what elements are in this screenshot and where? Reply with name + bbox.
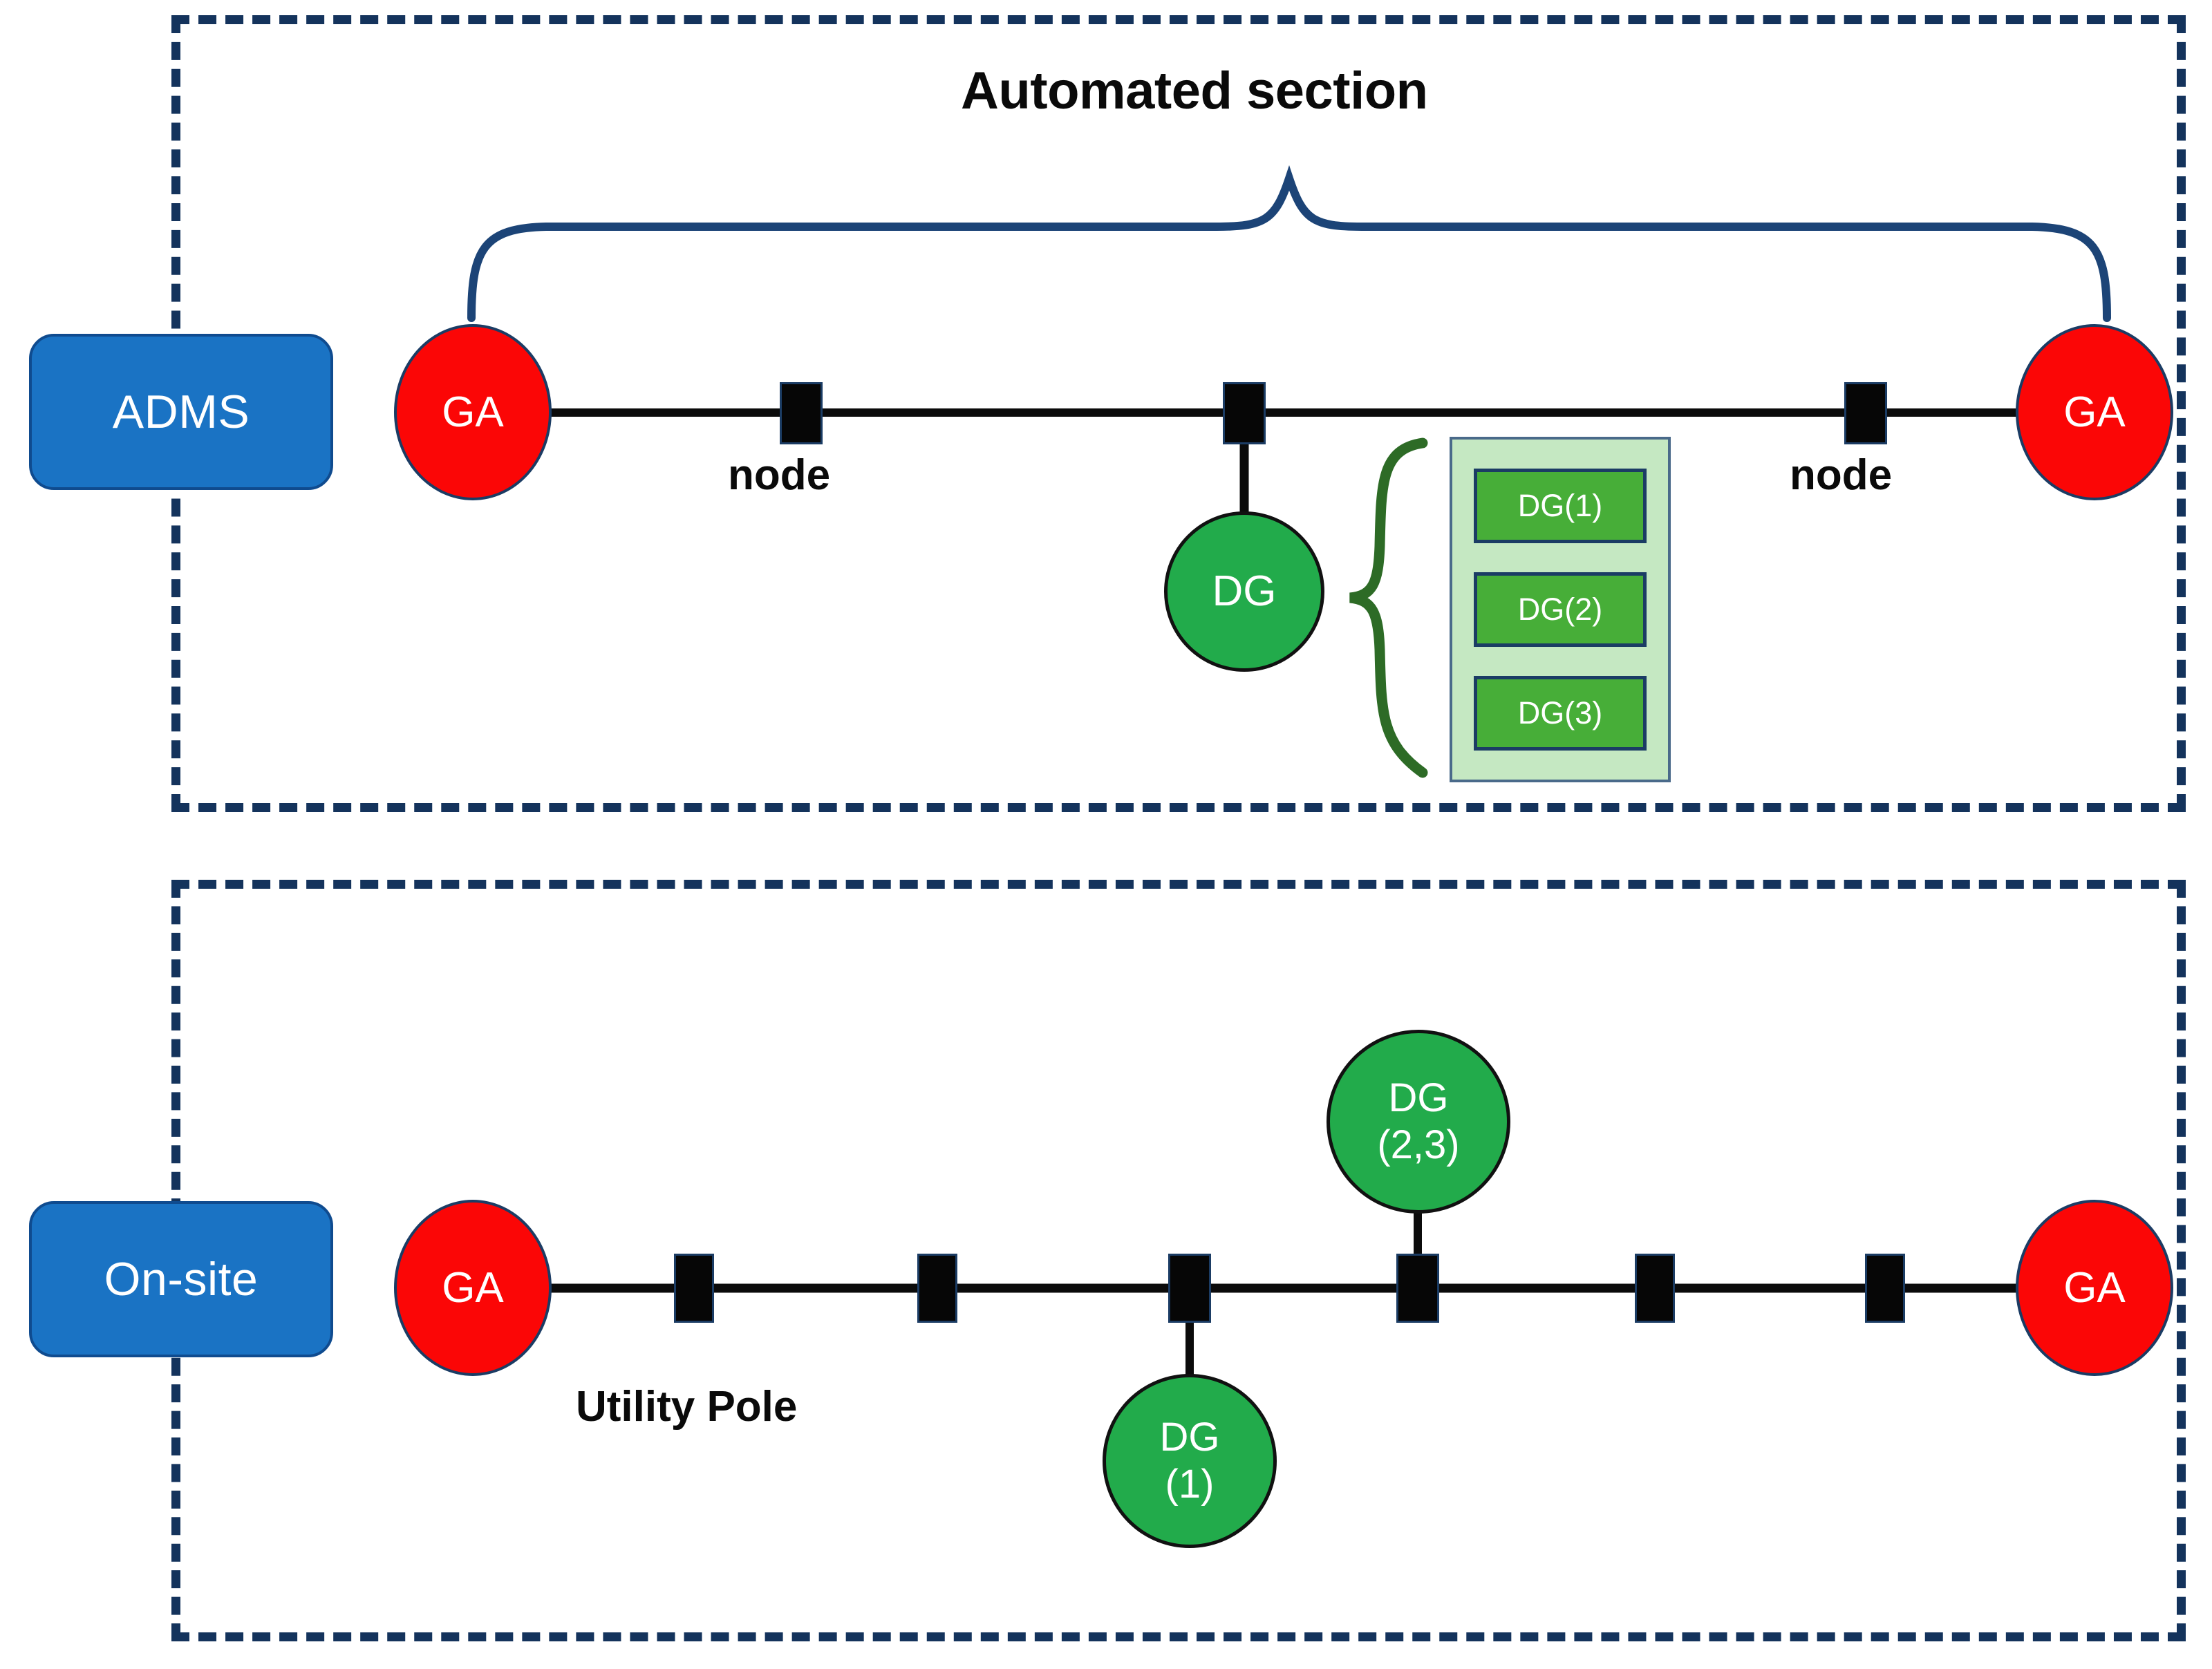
role-box-adms-label: ADMS bbox=[112, 386, 250, 438]
onsite-section-frame bbox=[171, 880, 2186, 1641]
node-square[interactable] bbox=[780, 382, 823, 444]
dg-rack-item-label: DG(3) bbox=[1517, 695, 1603, 730]
ga-node-automated-left-label: GA bbox=[442, 388, 504, 436]
dg-node-onsite-upper[interactable]: DG (2,3) bbox=[1327, 1030, 1510, 1214]
dg-node-onsite-lower-label-line1: DG bbox=[1159, 1414, 1220, 1460]
role-box-onsite-label: On-site bbox=[104, 1253, 259, 1305]
ga-node-automated-left[interactable]: GA bbox=[394, 324, 552, 500]
dg-rack-brace bbox=[1349, 437, 1428, 778]
dg-node-onsite-lower-label-line2: (1) bbox=[1165, 1462, 1215, 1507]
ga-node-onsite-left-label: GA bbox=[442, 1264, 504, 1312]
ga-node-onsite-right-label: GA bbox=[2063, 1264, 2126, 1312]
utility-pole[interactable] bbox=[1865, 1254, 1905, 1323]
dg-node-onsite-upper-label-line1: DG bbox=[1388, 1075, 1449, 1120]
automated-section-brace bbox=[467, 165, 2111, 322]
dg-rack-container: DG(1) DG(2) DG(3) bbox=[1450, 437, 1671, 782]
ga-node-automated-right[interactable]: GA bbox=[2016, 324, 2173, 500]
node-square[interactable] bbox=[1223, 382, 1266, 444]
dg-rack-item[interactable]: DG(2) bbox=[1474, 572, 1647, 647]
node-label-left: node bbox=[728, 451, 831, 499]
ga-node-onsite-right[interactable]: GA bbox=[2016, 1200, 2173, 1376]
node-label-right: node bbox=[1790, 451, 1893, 499]
dg-node-onsite-upper-label-line2: (2,3) bbox=[1377, 1122, 1460, 1167]
utility-pole[interactable] bbox=[1168, 1254, 1211, 1323]
utility-pole[interactable] bbox=[1396, 1254, 1439, 1323]
onsite-feeder-line bbox=[550, 1213, 2018, 1389]
utility-pole[interactable] bbox=[674, 1254, 714, 1323]
dg-rack-item[interactable]: DG(1) bbox=[1474, 469, 1647, 543]
automated-section-title: Automated section bbox=[961, 62, 1428, 120]
node-square[interactable] bbox=[1844, 382, 1887, 444]
dg-rack-item[interactable]: DG(3) bbox=[1474, 676, 1647, 751]
dg-rack-item-label: DG(2) bbox=[1517, 592, 1603, 627]
utility-pole[interactable] bbox=[917, 1254, 957, 1323]
dg-node-onsite-lower[interactable]: DG (1) bbox=[1103, 1374, 1277, 1548]
ga-node-onsite-left[interactable]: GA bbox=[394, 1200, 552, 1376]
utility-pole-label: Utility Pole bbox=[576, 1383, 798, 1431]
dg-node-automated[interactable]: DG bbox=[1164, 511, 1324, 672]
utility-pole[interactable] bbox=[1635, 1254, 1675, 1323]
dg-node-automated-label: DG bbox=[1212, 567, 1277, 616]
role-box-adms[interactable]: ADMS bbox=[29, 334, 333, 490]
role-box-onsite[interactable]: On-site bbox=[29, 1201, 333, 1357]
ga-node-automated-right-label: GA bbox=[2063, 388, 2126, 436]
dg-rack-item-label: DG(1) bbox=[1517, 488, 1603, 523]
